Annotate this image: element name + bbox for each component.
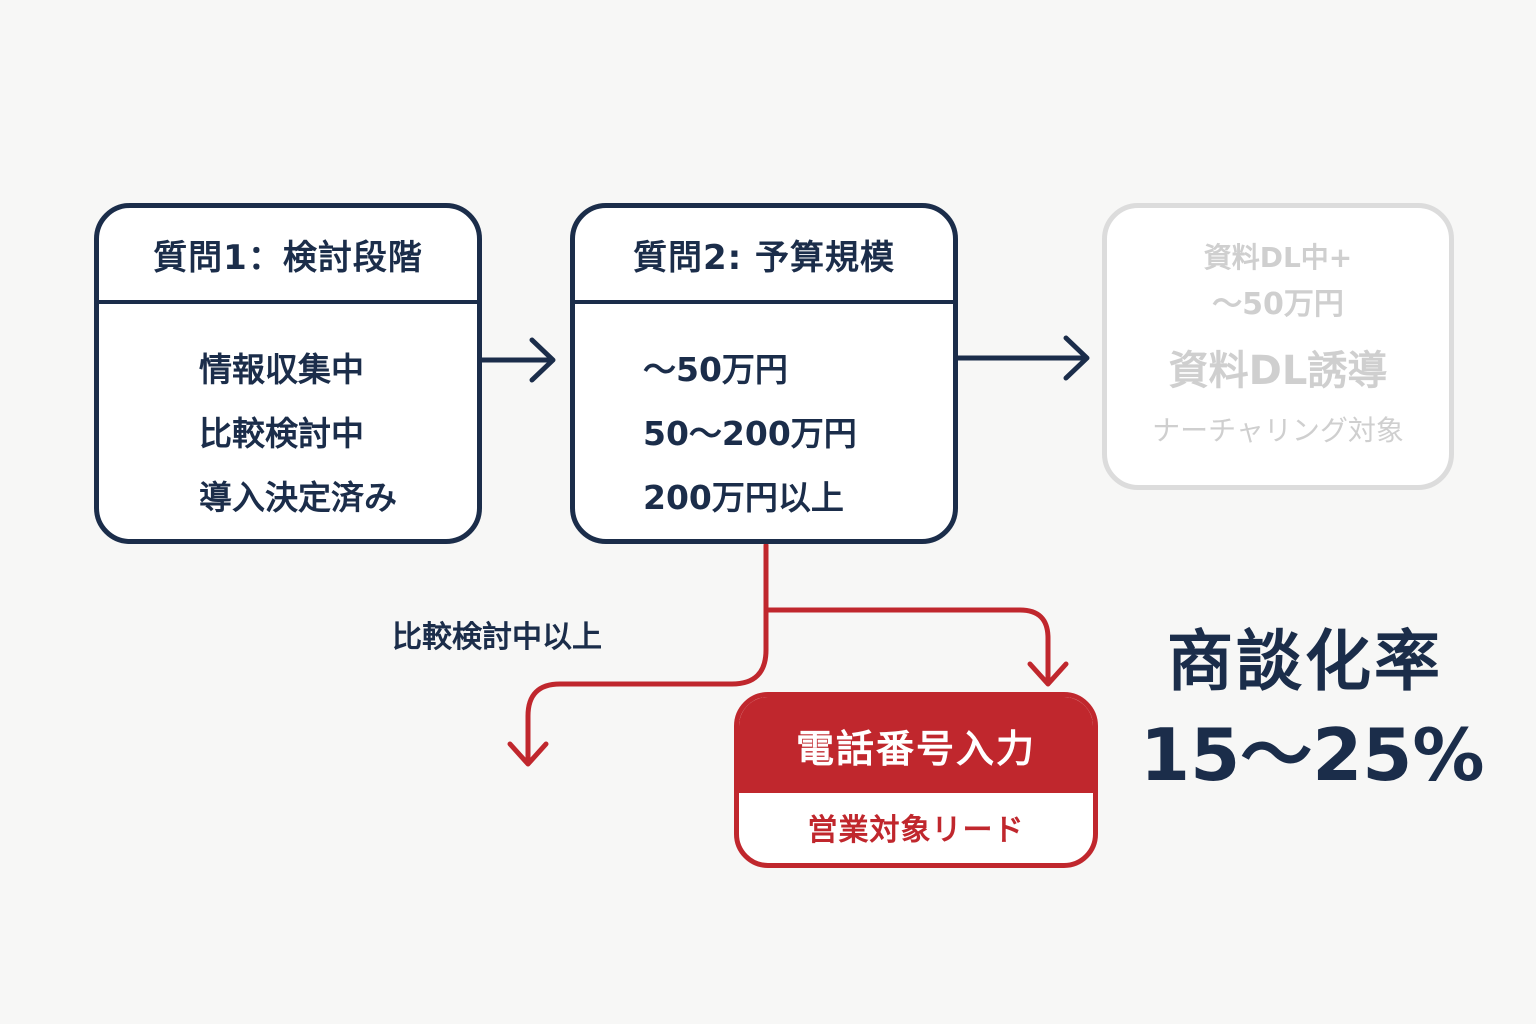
phone-input-subtitle: 営業対象リード [807, 813, 1025, 848]
download-nurture-box: 資料DL中+ ～50万円 資料DL誘導 ナーチャリング対象 [1102, 203, 1454, 490]
phone-input-title: 電話番号入力 [739, 697, 1093, 793]
download-budget-line: ～50万円 [1212, 287, 1344, 322]
red-branch-connector [507, 542, 1069, 767]
question2-option-50-200: 50～200万円 [643, 414, 857, 453]
phone-input-box: 電話番号入力 営業対象リード [734, 692, 1098, 868]
question2-box: 質問2: 予算規模 ～50万円 50～200万円 200万円以上 [570, 203, 958, 544]
question1-option-decided: 導入決定済み [199, 478, 397, 517]
branch-condition-label: 比較検討中以上 [392, 620, 602, 655]
question2-title: 質問2: 予算規模 [575, 208, 953, 304]
question1-options: 情報収集中 比較検討中 導入決定済み [99, 304, 477, 530]
question2-option-under-50: ～50万円 [643, 350, 788, 389]
question1-option-info-gathering: 情報収集中 [199, 350, 364, 389]
question2-option-over-200: 200万円以上 [643, 478, 844, 517]
question1-option-comparing: 比較検討中 [199, 414, 364, 453]
conversion-rate-value: 15～25% [1140, 713, 1485, 797]
question1-title: 質問1：検討段階 [99, 208, 477, 304]
arrow-q2-to-download [955, 335, 1090, 381]
download-subtitle: ナーチャリング対象 [1152, 414, 1404, 447]
download-title: 資料DL誘導 [1168, 348, 1388, 394]
conversion-rate-label: 商談化率 [1167, 623, 1443, 700]
arrow-q1-to-q2 [479, 337, 556, 383]
question1-box: 質問1：検討段階 情報収集中 比較検討中 導入決定済み [94, 203, 482, 544]
download-condition-line: 資料DL中+ [1203, 241, 1353, 274]
question2-options: ～50万円 50～200万円 200万円以上 [575, 304, 953, 530]
